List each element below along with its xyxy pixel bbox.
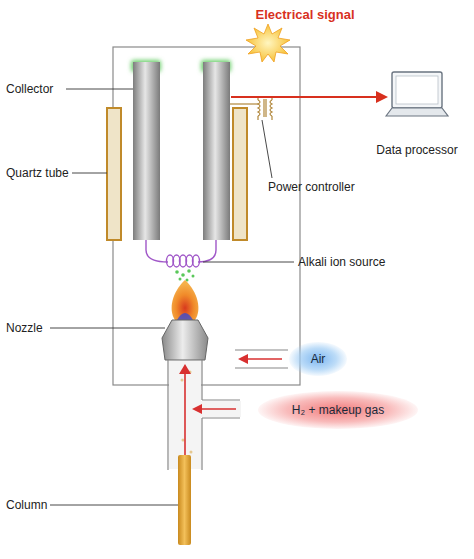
gas-label: Air [311, 352, 326, 366]
part-label: Column [6, 498, 47, 512]
signal-label: Electrical signal [256, 8, 355, 22]
gas-inlet-glow: H₂ + makeup gas [258, 391, 418, 429]
part-label: Data processor [376, 143, 457, 157]
gas-inlet-glow: Air [289, 342, 348, 376]
part-label: Collector [6, 82, 53, 96]
part-label: Nozzle [6, 321, 43, 335]
gas-label: H₂ + makeup gas [292, 403, 384, 417]
part-label: Alkali ion source [298, 255, 385, 269]
part-label: Quartz tube [6, 166, 69, 180]
part-label: Power controller [268, 180, 355, 194]
